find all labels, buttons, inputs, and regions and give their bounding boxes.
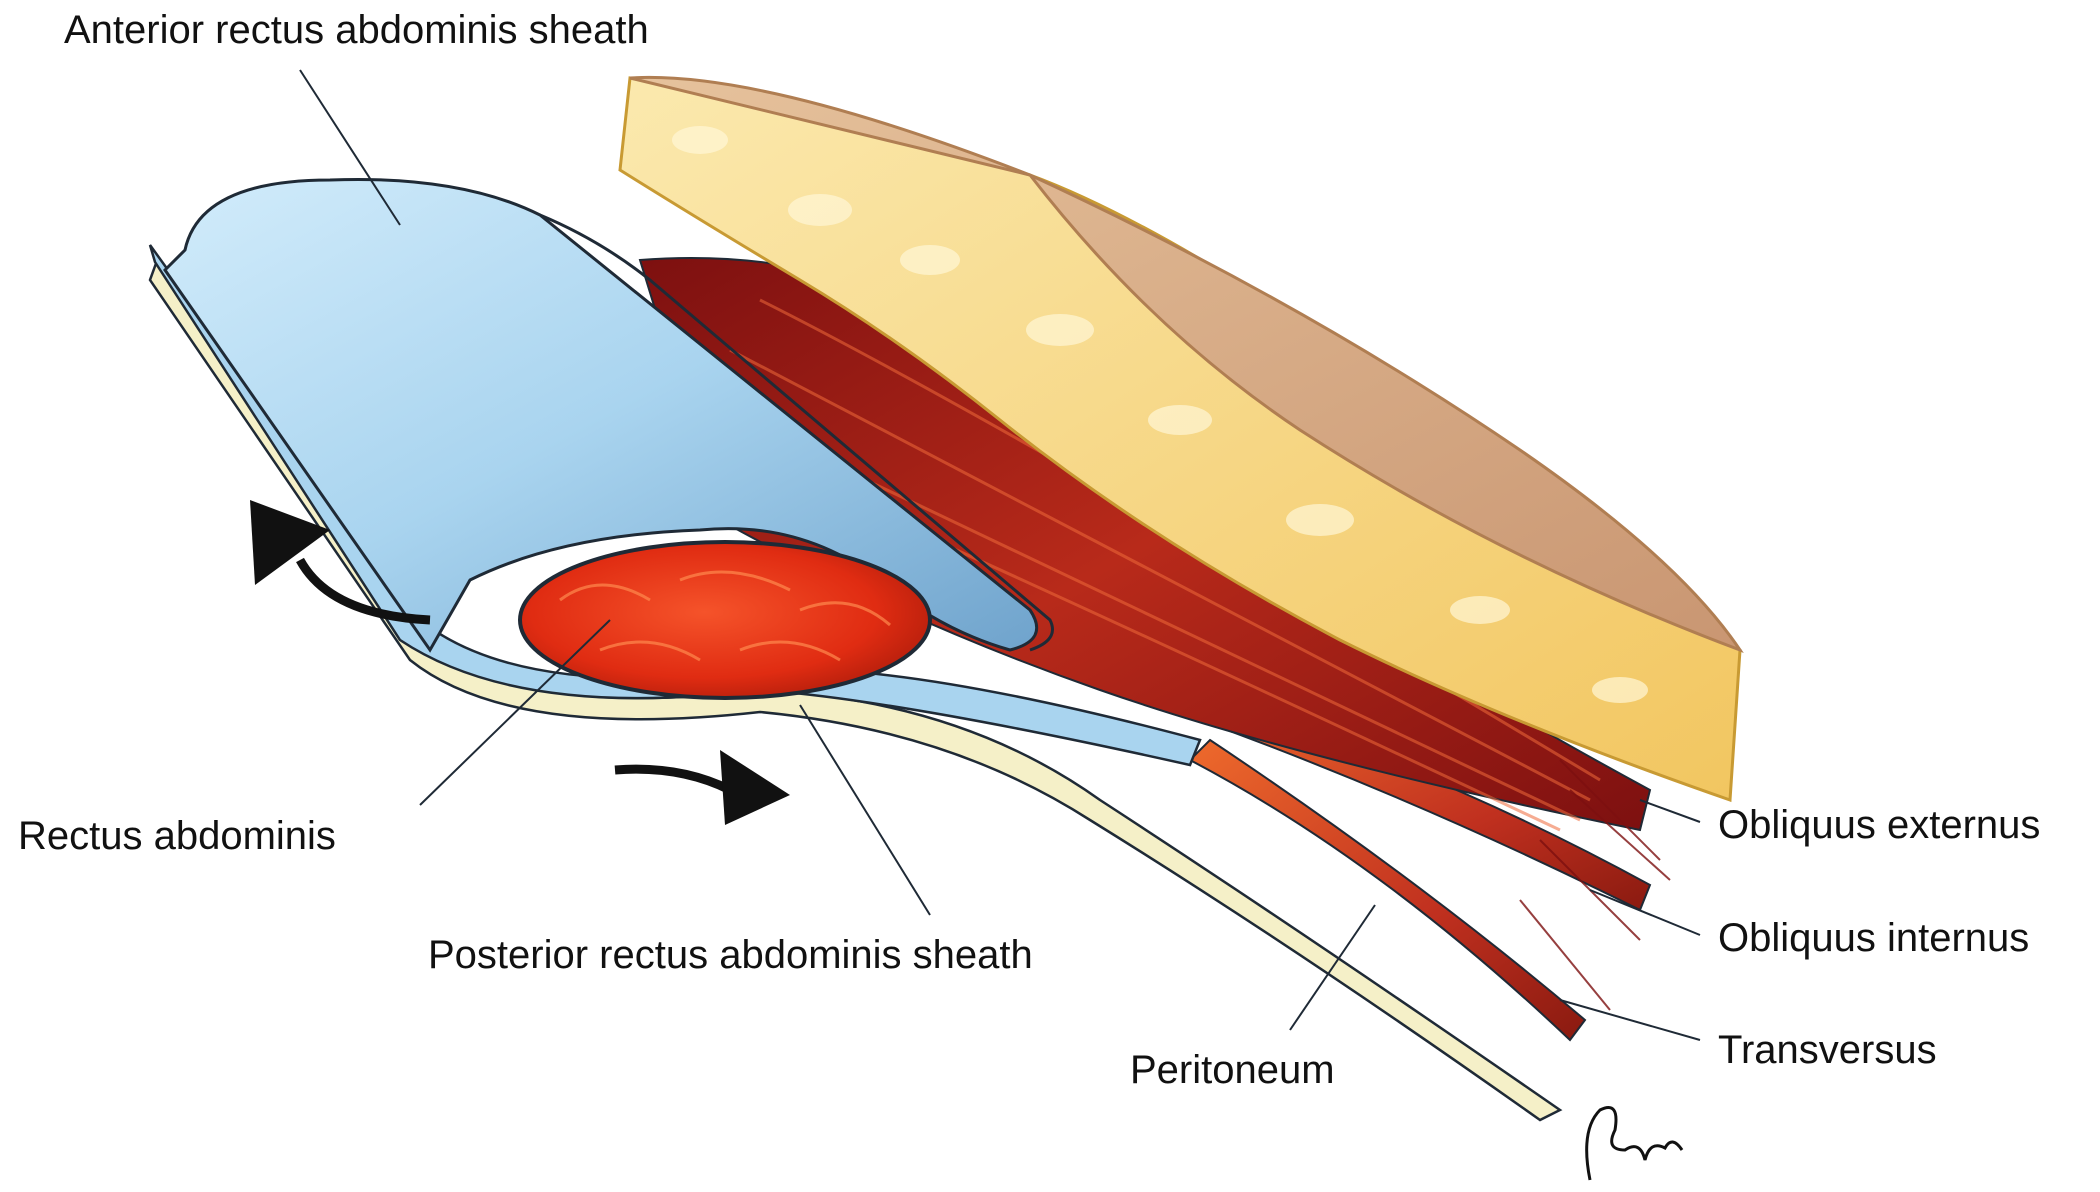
label-obliquus-externus: Obliquus externus [1718,805,2040,845]
label-anterior-sheath: Anterior rectus abdominis sheath [64,10,649,50]
label-peritoneum: Peritoneum [1130,1050,1335,1090]
rotation-arrow-lower [615,750,790,825]
leader-peritoneum [1290,905,1375,1030]
rectus-abdominis-muscle [520,542,930,698]
label-rectus-abdominis: Rectus abdominis [18,816,336,856]
label-posterior-sheath: Posterior rectus abdominis sheath [428,935,1033,975]
label-transversus: Transversus [1718,1030,1937,1070]
leader-obliquus-externus [1640,800,1700,822]
label-obliquus-internus: Obliquus internus [1718,918,2029,958]
artist-signature [1587,1108,1682,1181]
